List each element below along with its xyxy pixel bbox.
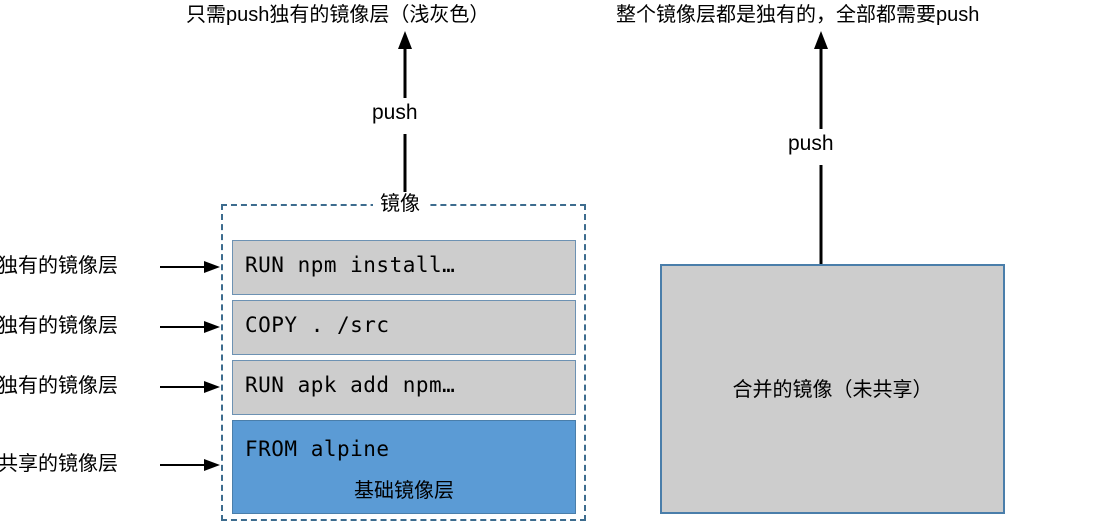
base-layer-caption: 基础镜像层 <box>354 480 454 502</box>
merged-image-box[interactable]: 合并的镜像（未共享） <box>660 264 1005 514</box>
arrow-up-icon-left-upper <box>398 31 412 98</box>
image-layer-row-base[interactable]: FROM alpine 基础镜像层 <box>232 420 576 514</box>
arrow-right-icon-4 <box>160 459 220 471</box>
image-container-title: 镜像 <box>373 192 427 216</box>
layer-command: RUN npm install… <box>245 253 456 277</box>
push-label-right: push <box>788 132 834 155</box>
image-layer-row[interactable]: RUN npm install… <box>232 240 576 295</box>
image-layer-row[interactable]: COPY . /src <box>232 300 576 355</box>
arrow-line-left-lower <box>403 134 407 192</box>
side-label-unique-1: 独有的镜像层 <box>0 255 118 277</box>
layer-command: FROM alpine <box>245 437 390 461</box>
push-label-left: push <box>372 101 418 124</box>
heading-right: 整个镜像层都是独有的，全部都需要push <box>616 4 980 26</box>
layer-command: RUN apk add npm… <box>245 373 456 397</box>
side-label-unique-2: 独有的镜像层 <box>0 315 118 337</box>
arrow-right-icon-3 <box>160 381 220 393</box>
merged-image-label: 合并的镜像（未共享） <box>732 379 933 401</box>
arrow-up-icon-right-upper <box>814 31 828 129</box>
arrow-line-right-lower <box>819 165 823 265</box>
arrow-right-icon-1 <box>160 261 220 273</box>
side-label-unique-3: 独有的镜像层 <box>0 375 118 397</box>
arrow-right-icon-2 <box>160 321 220 333</box>
layer-command: COPY . /src <box>245 313 390 337</box>
side-label-shared: 共享的镜像层 <box>0 453 118 475</box>
image-layer-row[interactable]: RUN apk add npm… <box>232 360 576 415</box>
heading-left: 只需push独有的镜像层（浅灰色） <box>186 4 490 26</box>
